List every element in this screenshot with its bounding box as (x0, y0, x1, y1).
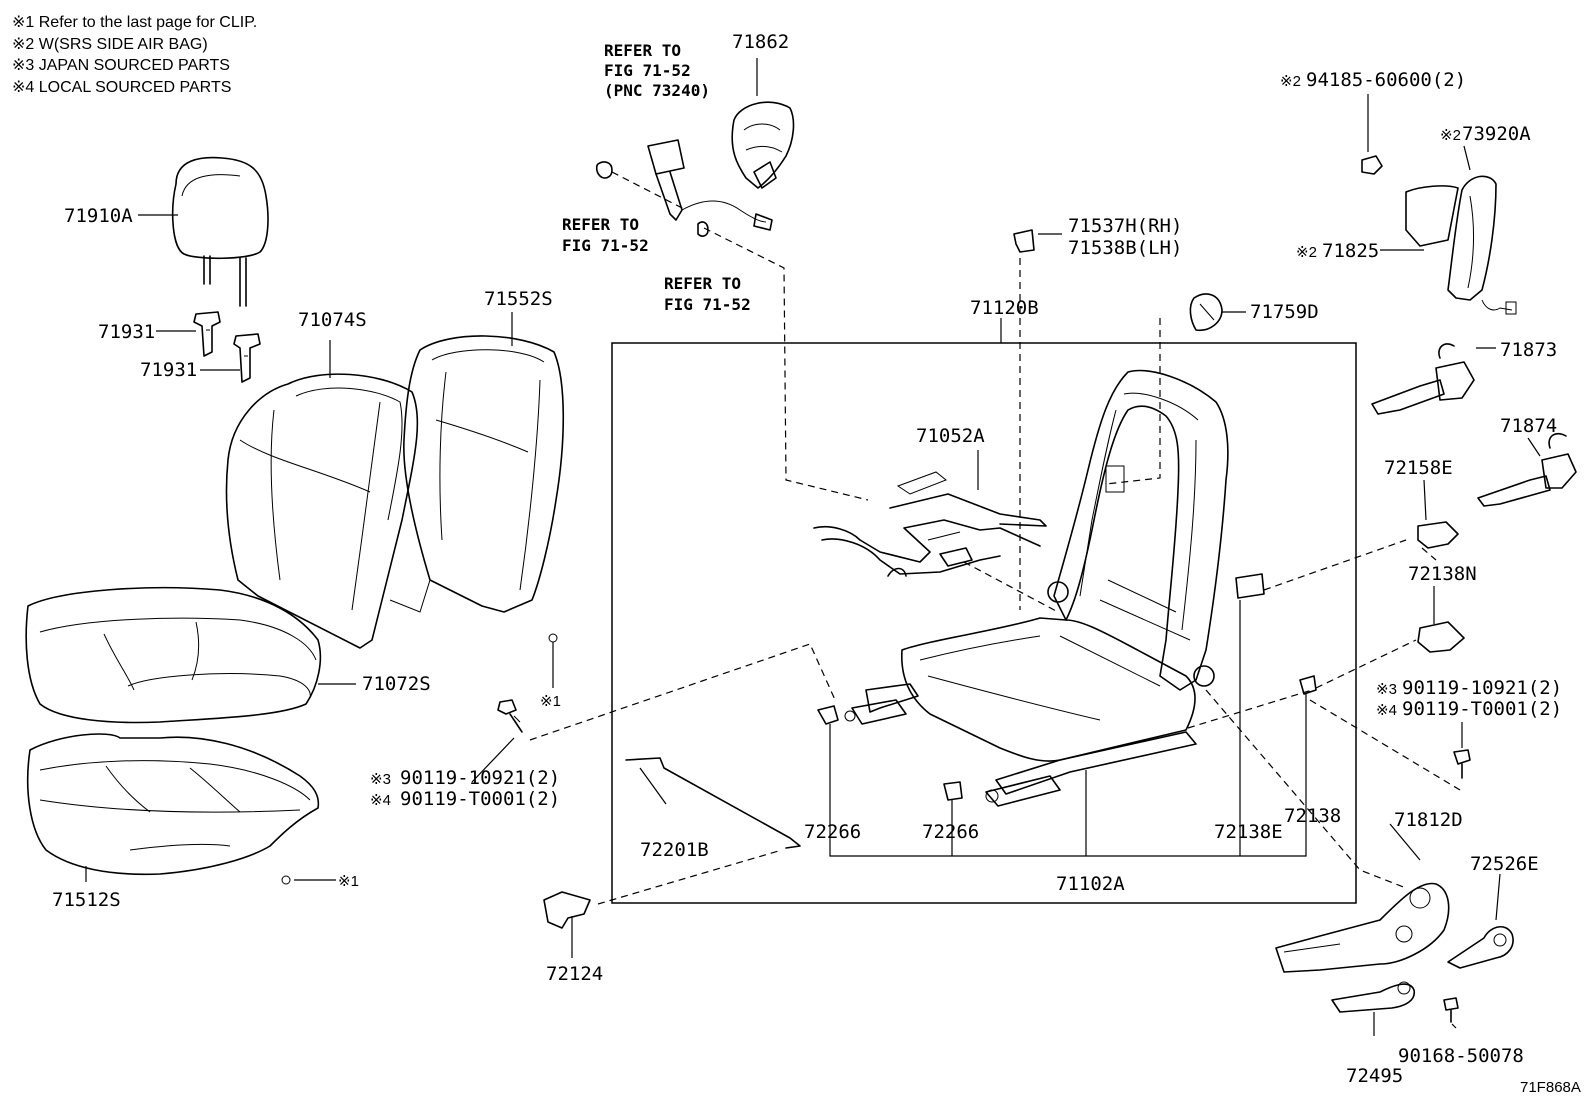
part-label: 72138 (1284, 805, 1341, 827)
bracket-72124-drawing (543, 891, 591, 929)
refer-label: REFER TO (664, 274, 741, 293)
part-label: 72526E (1470, 853, 1539, 875)
seat-frame-drawing (844, 369, 1229, 807)
seatback-cover-drawing (225, 373, 419, 649)
cushion-pad-drawing (26, 733, 320, 876)
cover-72138n-drawing (1417, 621, 1465, 653)
lever-71873-drawing (1371, 343, 1475, 415)
source-mark: ※3 (1376, 681, 1397, 698)
part-label: 90168-50078 (1398, 1045, 1524, 1067)
knob-72526e-drawing (1447, 926, 1514, 969)
part-label: 71538B(LH) (1068, 237, 1182, 259)
part-label: 71931 (98, 321, 155, 343)
part-label: 71052A (916, 425, 985, 447)
part-label: 72266 (922, 821, 979, 843)
part-label: 71825 (1322, 240, 1379, 262)
refer-label: REFER TO (604, 41, 681, 60)
refer-mid: REFER TO FIG 71-52 (664, 274, 751, 314)
headrest-drawing (171, 156, 269, 307)
part-label: 71072S (362, 673, 431, 695)
refer-upper: REFER TO FIG 71-52 (PNC 73240) (604, 41, 710, 100)
cover-72495-drawing (1331, 981, 1416, 1013)
seat-spring-drawing (813, 471, 1047, 577)
source-mark: ※4 (370, 792, 391, 809)
cushion-cover-drawing (25, 586, 322, 724)
part-label: 72124 (546, 963, 603, 985)
seatbelt-retractor-drawing (731, 101, 795, 189)
part-label: 90119-T0001(2) (1402, 698, 1562, 720)
note-2: ※2 W(SRS SIDE AIR BAG) (12, 35, 208, 53)
part-label: 72266 (804, 821, 861, 843)
part-label: 71759D (1250, 301, 1319, 323)
refer-label: REFER TO (562, 215, 639, 234)
refer-label: FIG 71-52 (664, 295, 751, 314)
note-1: ※1 Refer to the last page for CLIP. (12, 14, 258, 31)
notes-legend: ※1 Refer to the last page for CLIP. ※2 W… (12, 12, 257, 98)
part-label: 71910A (64, 205, 133, 227)
refer-left: REFER TO FIG 71-52 (562, 215, 649, 255)
clip-71537-drawing (1013, 229, 1035, 253)
plate-71759d-detail (1199, 303, 1215, 321)
source-mark: ※4 (1376, 702, 1397, 719)
part-label: 90119-10921(2) (400, 767, 560, 789)
figure-id: 71F868A (1520, 1079, 1581, 1096)
wire-72201b-drawing (625, 757, 801, 849)
part-label: 72138E (1214, 821, 1283, 843)
assembly-frame (611, 342, 1357, 904)
part-label: 71537H(RH) (1068, 215, 1182, 237)
clip-icon (281, 875, 291, 885)
seatback-pad-drawing (389, 335, 565, 613)
plate-71759d-drawing (1189, 293, 1223, 332)
clip-72138-drawing (1299, 675, 1317, 695)
note-3: ※3 JAPAN SOURCED PARTS (12, 57, 230, 74)
part-label: 94185-60600(2) (1306, 69, 1466, 91)
block-72138e-drawing (1235, 573, 1265, 599)
part-label: 71812D (1394, 809, 1463, 831)
clip-72266-drawing-2 (943, 781, 963, 801)
clip-icon (548, 633, 558, 643)
part-label: 71873 (1500, 339, 1557, 361)
clip-72266-drawing (817, 705, 839, 725)
screw-icon-2 (1443, 997, 1459, 1023)
side-airbag-drawing (1447, 175, 1517, 315)
part-label: 71862 (732, 31, 789, 53)
part-label: 72138N (1408, 563, 1477, 585)
part-label: 71874 (1500, 415, 1557, 437)
refer-label: FIG 71-52 (604, 61, 691, 80)
note-4: ※4 LOCAL SOURCED PARTS (12, 78, 232, 96)
dashed-reference-lines (529, 171, 1461, 905)
cover-72158e-drawing (1417, 521, 1459, 549)
airbag-mark: ※2 (1296, 244, 1317, 261)
refer-label: (PNC 73240) (604, 81, 710, 100)
part-label: 90119-10921(2) (1402, 677, 1562, 699)
airbag-mark: ※2 (1280, 73, 1301, 90)
airbag-mark: ※2 (1440, 127, 1461, 144)
leader-lines (85, 58, 1541, 1036)
bolt-icon (497, 699, 523, 733)
part-label: 73920A (1462, 123, 1531, 145)
part-label: 72158E (1384, 457, 1453, 479)
nut-icon (1361, 155, 1383, 175)
part-label: 72495 (1346, 1065, 1403, 1087)
bracket-71825-drawing (1405, 185, 1459, 247)
part-label: 90119-T0001(2) (400, 788, 560, 810)
refer-label: FIG 71-52 (562, 236, 649, 255)
headrest-guide-drawing (193, 311, 261, 383)
part-label: 71931 (140, 359, 197, 381)
part-label: 71120B (970, 297, 1039, 319)
part-label: 71552S (484, 288, 553, 310)
lever-71874-drawing (1477, 432, 1577, 507)
clip-mark: ※1 (338, 873, 359, 890)
part-label: 72201B (640, 839, 709, 861)
part-label: 71512S (52, 889, 121, 911)
source-mark: ※3 (370, 771, 391, 788)
part-label: 71102A (1056, 873, 1125, 895)
part-label: 71074S (298, 309, 367, 331)
clip-mark: ※1 (540, 693, 561, 710)
shield-71812d-drawing (1275, 882, 1450, 973)
screw-icon (1453, 749, 1471, 779)
